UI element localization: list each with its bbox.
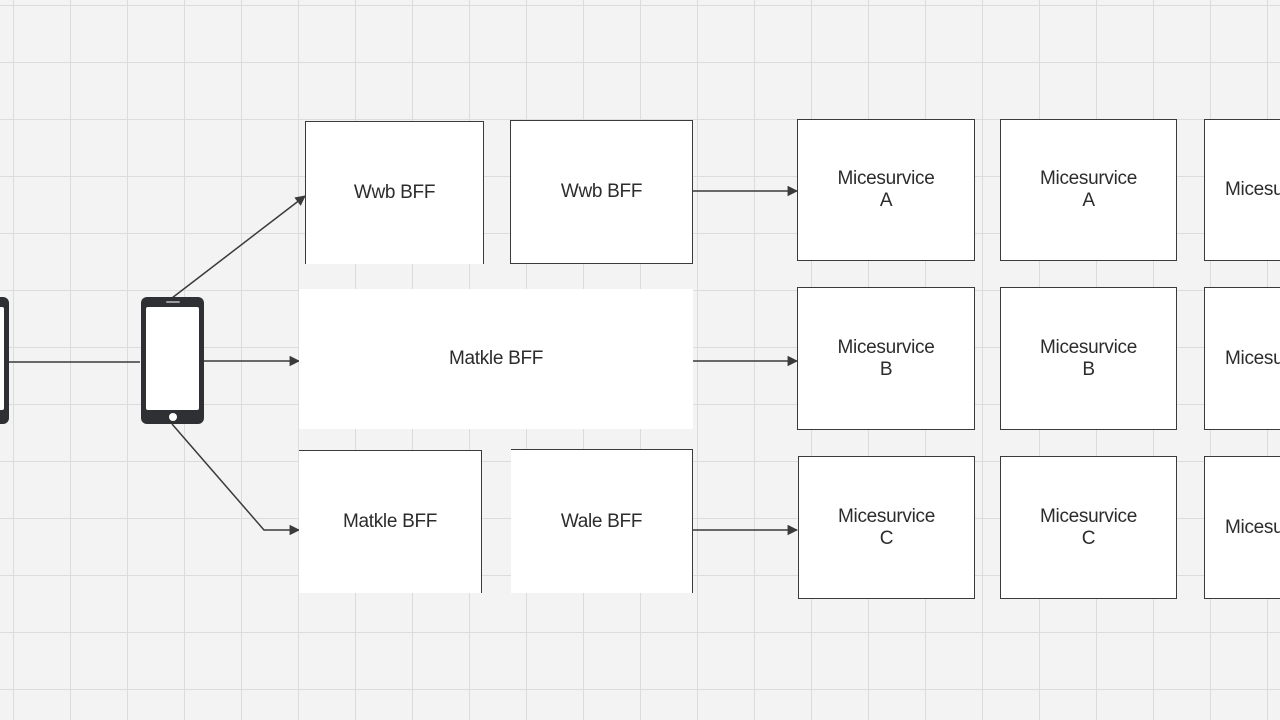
microservice-label: Micesu bbox=[1225, 516, 1280, 538]
microservice-label: Micesurvice A bbox=[1040, 168, 1137, 211]
mobile-bff-node-bottom[interactable]: Matkle BFF bbox=[299, 450, 482, 593]
microservice-label: Micesurvice C bbox=[1040, 505, 1137, 549]
microservice-label: Micesurvice B bbox=[837, 336, 935, 380]
web-bff-node-bottom[interactable]: Wale BFF bbox=[511, 449, 693, 593]
microservice-label: Micesu bbox=[1225, 179, 1280, 200]
phone-speaker bbox=[165, 301, 180, 303]
web-bff-label: Wale BFF bbox=[560, 510, 643, 532]
web-bff-node-2[interactable]: Wwb BFF bbox=[510, 120, 693, 264]
microservice-label: Micesu bbox=[1225, 347, 1280, 369]
web-bff-node-1[interactable]: Wwb BFF bbox=[305, 121, 484, 264]
phone-device bbox=[141, 297, 204, 424]
microservice-a-node-3[interactable]: Micesu bbox=[1204, 119, 1280, 261]
mobile-bff-node-center[interactable]: Matkle BFF bbox=[299, 289, 693, 429]
microservice-label: Micesurvice C bbox=[838, 505, 935, 549]
edge-phone-to-web-bff bbox=[171, 195, 306, 299]
mobile-bff-label: Matkle BFF bbox=[342, 511, 438, 532]
microservice-a-node-2[interactable]: Micesurvice A bbox=[1000, 119, 1177, 261]
microservice-b-node-1[interactable]: Micesurvice B bbox=[797, 287, 975, 430]
web-bff-label: Wwb BFF bbox=[560, 181, 643, 202]
microservice-c-node-1[interactable]: Micesurvice C bbox=[798, 456, 975, 599]
mobile-bff-label: Matkle BFF bbox=[448, 348, 544, 369]
edge-phone-to-mobile-bff-bottom bbox=[171, 423, 301, 536]
microservice-c-node-2[interactable]: Micesurvice C bbox=[1000, 456, 1177, 599]
microservice-a-node-1[interactable]: Micesurvice A bbox=[797, 119, 975, 261]
microservice-label: Micesurvice B bbox=[1040, 336, 1137, 380]
phone-screen bbox=[146, 307, 199, 410]
phone-device-left bbox=[0, 297, 9, 424]
phone-home-button bbox=[168, 413, 177, 421]
microservice-label: Micesurvice A bbox=[837, 168, 935, 211]
microservice-b-node-3[interactable]: Micesu bbox=[1204, 287, 1280, 430]
microservice-c-node-3[interactable]: Micesu bbox=[1204, 456, 1280, 599]
web-bff-label: Wwb BFF bbox=[353, 182, 436, 203]
microservice-b-node-2[interactable]: Micesurvice B bbox=[1000, 287, 1177, 430]
